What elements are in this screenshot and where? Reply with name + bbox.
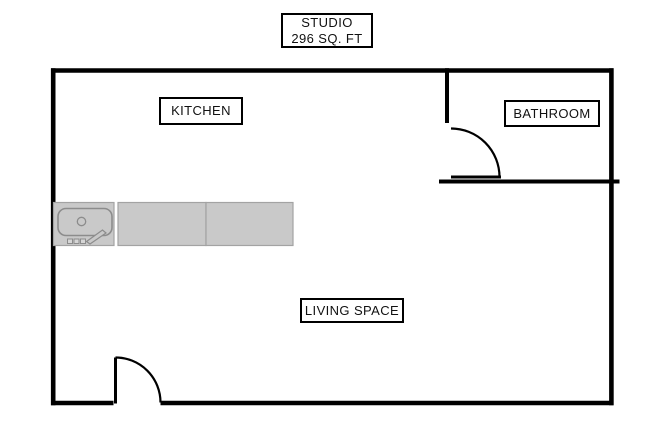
counter-section-right xyxy=(205,201,294,247)
counter-section-middle xyxy=(117,201,207,247)
kitchen-sink xyxy=(57,207,113,245)
sink-basin xyxy=(57,207,113,237)
bathroom-door-swing-arc xyxy=(450,127,501,178)
sink-control-knob xyxy=(73,238,80,244)
sink-control-knob xyxy=(80,238,86,244)
kitchen-counter xyxy=(52,201,294,247)
bathroom-walls xyxy=(439,68,620,184)
entry-door-swing-arc xyxy=(115,356,162,403)
outer-walls xyxy=(50,68,614,406)
plan-area: 296 SQ. FT xyxy=(291,30,363,46)
plan-title: STUDIO xyxy=(301,14,353,30)
bathroom-door xyxy=(450,127,501,179)
sink-faucet-handle xyxy=(85,229,107,245)
sink-drain xyxy=(76,216,87,227)
sink-control-knob xyxy=(67,238,73,244)
title-box: STUDIO 296 SQ. FT xyxy=(281,13,373,48)
room-label-bathroom: BATHROOM xyxy=(504,100,600,127)
room-label-kitchen: KITCHEN xyxy=(159,97,243,125)
room-label-living-space: LIVING SPACE xyxy=(300,298,404,323)
counter-section-sink xyxy=(52,201,115,247)
entry-door xyxy=(114,356,162,404)
